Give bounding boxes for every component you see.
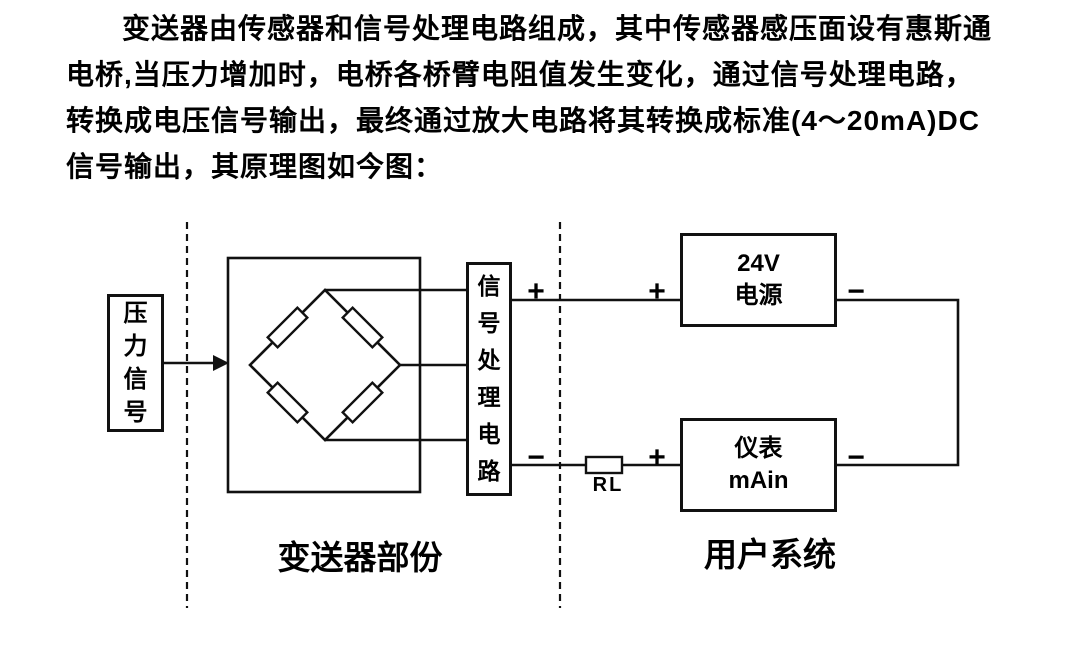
meter-box: 仪表 mAin: [680, 418, 837, 512]
intro-line: 转换成电压信号输出，最终通过放大电路将其转换成标准(4～20mA)DC: [66, 105, 980, 136]
wheatstone-bridge: [248, 288, 402, 442]
load-resistor-icon: [584, 455, 624, 475]
intro-line: 电桥,当压力增加时，电桥各桥臂电阻值发生变化，通过信号处理电路，: [66, 59, 974, 90]
sensor-outline: [226, 256, 422, 494]
section-separators: [185, 222, 562, 608]
pressure-input-arrow: [164, 355, 229, 371]
bridge-resistors: [266, 306, 384, 424]
bridge-group: [226, 256, 466, 494]
pressure-signal-box: 压力信号: [107, 294, 164, 432]
load-resistor-label: RL: [592, 474, 624, 496]
plus-sign-signal-output: +: [527, 275, 545, 308]
meter-label-line2: mAin: [728, 467, 789, 494]
user-system-label: 用户系统: [704, 538, 836, 574]
plus-sign-meter-input: +: [648, 441, 666, 474]
wire-loop-right: [837, 298, 960, 467]
minus-sign-meter-output: −: [847, 441, 865, 474]
intro-paragraph: 变送器由传感器和信号处理电路组成，其中传感器感压面设有惠斯通 电桥,当压力增加时…: [66, 6, 992, 190]
plus-sign-power-input: +: [648, 275, 666, 308]
pressure-signal-label: 压力信号: [123, 300, 148, 426]
bridge-resistor-icon: [266, 381, 309, 424]
signal-processing-label: 信号处理电路: [477, 273, 501, 484]
signal-processing-box: 信号处理电路: [466, 262, 512, 496]
minus-sign-signal-return: −: [527, 441, 545, 474]
transmitter-section-label: 变送器部份: [277, 541, 443, 577]
circuit-wires: [512, 298, 960, 467]
intro-line: 变送器由传感器和信号处理电路组成，其中传感器感压面设有惠斯通: [122, 13, 993, 44]
meter-label-line1: 仪表: [734, 435, 783, 462]
bridge-resistor-icon: [266, 306, 309, 349]
power-supply-label-line2: 电源: [734, 282, 783, 309]
bridge-resistor-icon: [341, 381, 384, 424]
minus-sign-power-output: −: [847, 275, 865, 308]
power-supply-box: 24V 电源: [680, 233, 837, 327]
arrowhead-icon: [213, 355, 229, 371]
power-supply-label-line1: 24V: [737, 250, 780, 277]
bridge-resistor-icon: [341, 306, 384, 349]
intro-line: 信号输出，其原理图如今图：: [66, 151, 444, 182]
